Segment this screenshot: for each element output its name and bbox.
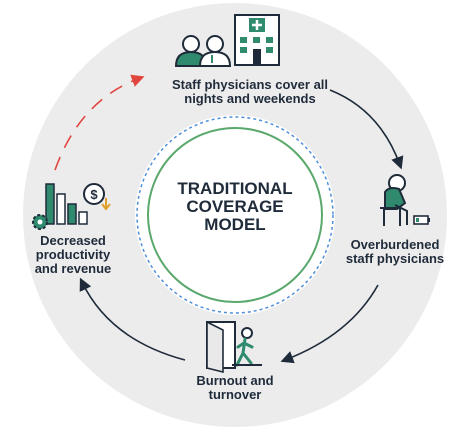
stage-bottom-line-2: turnover bbox=[208, 387, 262, 402]
center-title-line-1: TRADITIONAL bbox=[177, 179, 293, 198]
stage-right-line-2: staff physicians bbox=[345, 251, 445, 266]
arrow-top-to-right bbox=[329, 89, 404, 170]
stage-label-right: Overburdened staff physicians bbox=[330, 238, 460, 266]
center-title: TRADITIONAL COVERAGE MODEL bbox=[150, 180, 320, 234]
center-title-line-2: COVERAGE bbox=[186, 197, 284, 216]
stage-label-top: Staff physicians cover all nights and we… bbox=[150, 78, 350, 106]
stage-label-left: Decreased productivity and revenue bbox=[18, 234, 128, 276]
stage-bottom-line-1: Burnout and bbox=[196, 373, 274, 388]
stage-top-line-1: Staff physicians cover all bbox=[171, 77, 329, 92]
stage-left-line-1: Decreased bbox=[40, 233, 106, 248]
doctors-and-hospital-icon bbox=[174, 14, 280, 67]
svg-text:$: $ bbox=[90, 187, 98, 202]
stage-top-line-2: nights and weekends bbox=[184, 91, 316, 106]
stage-left-line-3: and revenue bbox=[34, 261, 112, 276]
stage-right-line-1: Overburdened bbox=[350, 237, 440, 252]
person-leaving-door-icon bbox=[206, 320, 262, 374]
inner-green-ring bbox=[147, 127, 323, 303]
center-title-line-3: MODEL bbox=[204, 215, 266, 234]
stage-left-line-2: productivity bbox=[35, 247, 111, 262]
stage-label-bottom: Burnout and turnover bbox=[170, 374, 300, 402]
dashed-blue-ring bbox=[136, 116, 334, 314]
inner-disc bbox=[135, 115, 335, 315]
exhausted-physician-icon bbox=[380, 174, 430, 226]
declining-chart-dollar-icon: $ bbox=[32, 183, 111, 230]
arrow-right-to-bottom bbox=[280, 284, 379, 364]
arrow-bottom-to-left bbox=[79, 277, 186, 361]
